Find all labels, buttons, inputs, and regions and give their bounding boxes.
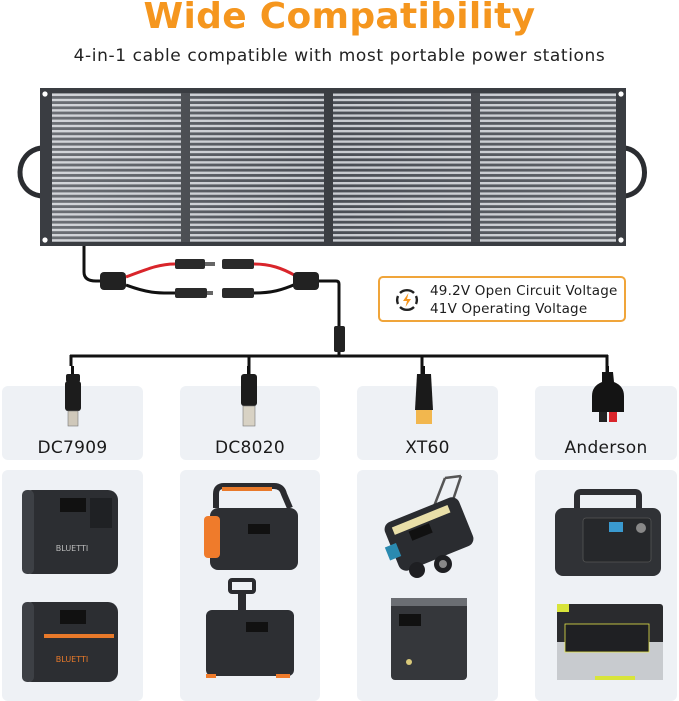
page-title: Wide Compatibility <box>143 0 536 37</box>
power-station-image <box>206 578 294 678</box>
y-splitter-left <box>100 272 126 290</box>
product-card-anderson <box>535 470 677 701</box>
cable-hub <box>334 326 345 352</box>
panel-section-1 <box>52 93 181 242</box>
power-station-image <box>391 598 467 680</box>
operating-voltage: 41V Operating Voltage <box>430 301 588 317</box>
grommet-icon <box>618 91 624 97</box>
connector-card-dc7909: DC7909 <box>2 366 143 460</box>
power-station-image <box>384 474 474 578</box>
connector-card-anderson: Anderson <box>535 366 677 460</box>
panel-section-2 <box>190 93 324 242</box>
panel-section-4 <box>480 93 616 242</box>
grommet-icon <box>42 237 48 243</box>
power-station-image: BLUETTI <box>22 490 118 574</box>
product-card-dc8020 <box>180 470 320 701</box>
connector-card-dc8020: DC8020 <box>180 366 320 460</box>
connector-label: DC8020 <box>214 438 286 458</box>
panel-section-3 <box>333 93 471 242</box>
power-station-image <box>555 489 661 576</box>
product-card-xt60 <box>357 470 498 701</box>
connector-label: Anderson <box>564 438 648 458</box>
brand-label: BLUETTI <box>56 544 88 553</box>
anderson-plug-icon <box>592 366 624 422</box>
page-subtitle: 4-in-1 cable compatible with most portab… <box>73 46 606 66</box>
connector-label: DC7909 <box>37 438 108 458</box>
connector-card-xt60: XT60 <box>357 366 498 460</box>
dc7909-plug-icon <box>65 366 81 427</box>
lightning-bolt-icon <box>395 288 419 312</box>
voltage-spec-box: 49.2V Open Circuit Voltage 41V Operating… <box>378 276 626 322</box>
distribution-cable <box>70 352 608 358</box>
y-splitter-right <box>293 272 319 290</box>
product-card-dc7909: BLUETTI BLUETTI <box>2 470 143 701</box>
grommet-icon <box>42 91 48 97</box>
connector-label: XT60 <box>405 438 450 458</box>
dc8020-plug-icon <box>241 366 257 427</box>
power-station-image: BLUETTI <box>22 602 118 682</box>
xt60-plug-icon <box>415 366 433 424</box>
brand-label: BLUETTI <box>56 655 88 664</box>
open-circuit-voltage: 49.2V Open Circuit Voltage <box>430 283 618 299</box>
power-station-image <box>557 604 663 680</box>
solar-panel-frame <box>40 88 626 246</box>
solar-cells <box>52 93 616 242</box>
left-handle-icon <box>17 145 42 199</box>
power-station-image <box>204 483 298 570</box>
grommet-icon <box>618 237 624 243</box>
right-handle-icon <box>624 145 647 199</box>
mc4-connector-icon <box>175 259 254 298</box>
